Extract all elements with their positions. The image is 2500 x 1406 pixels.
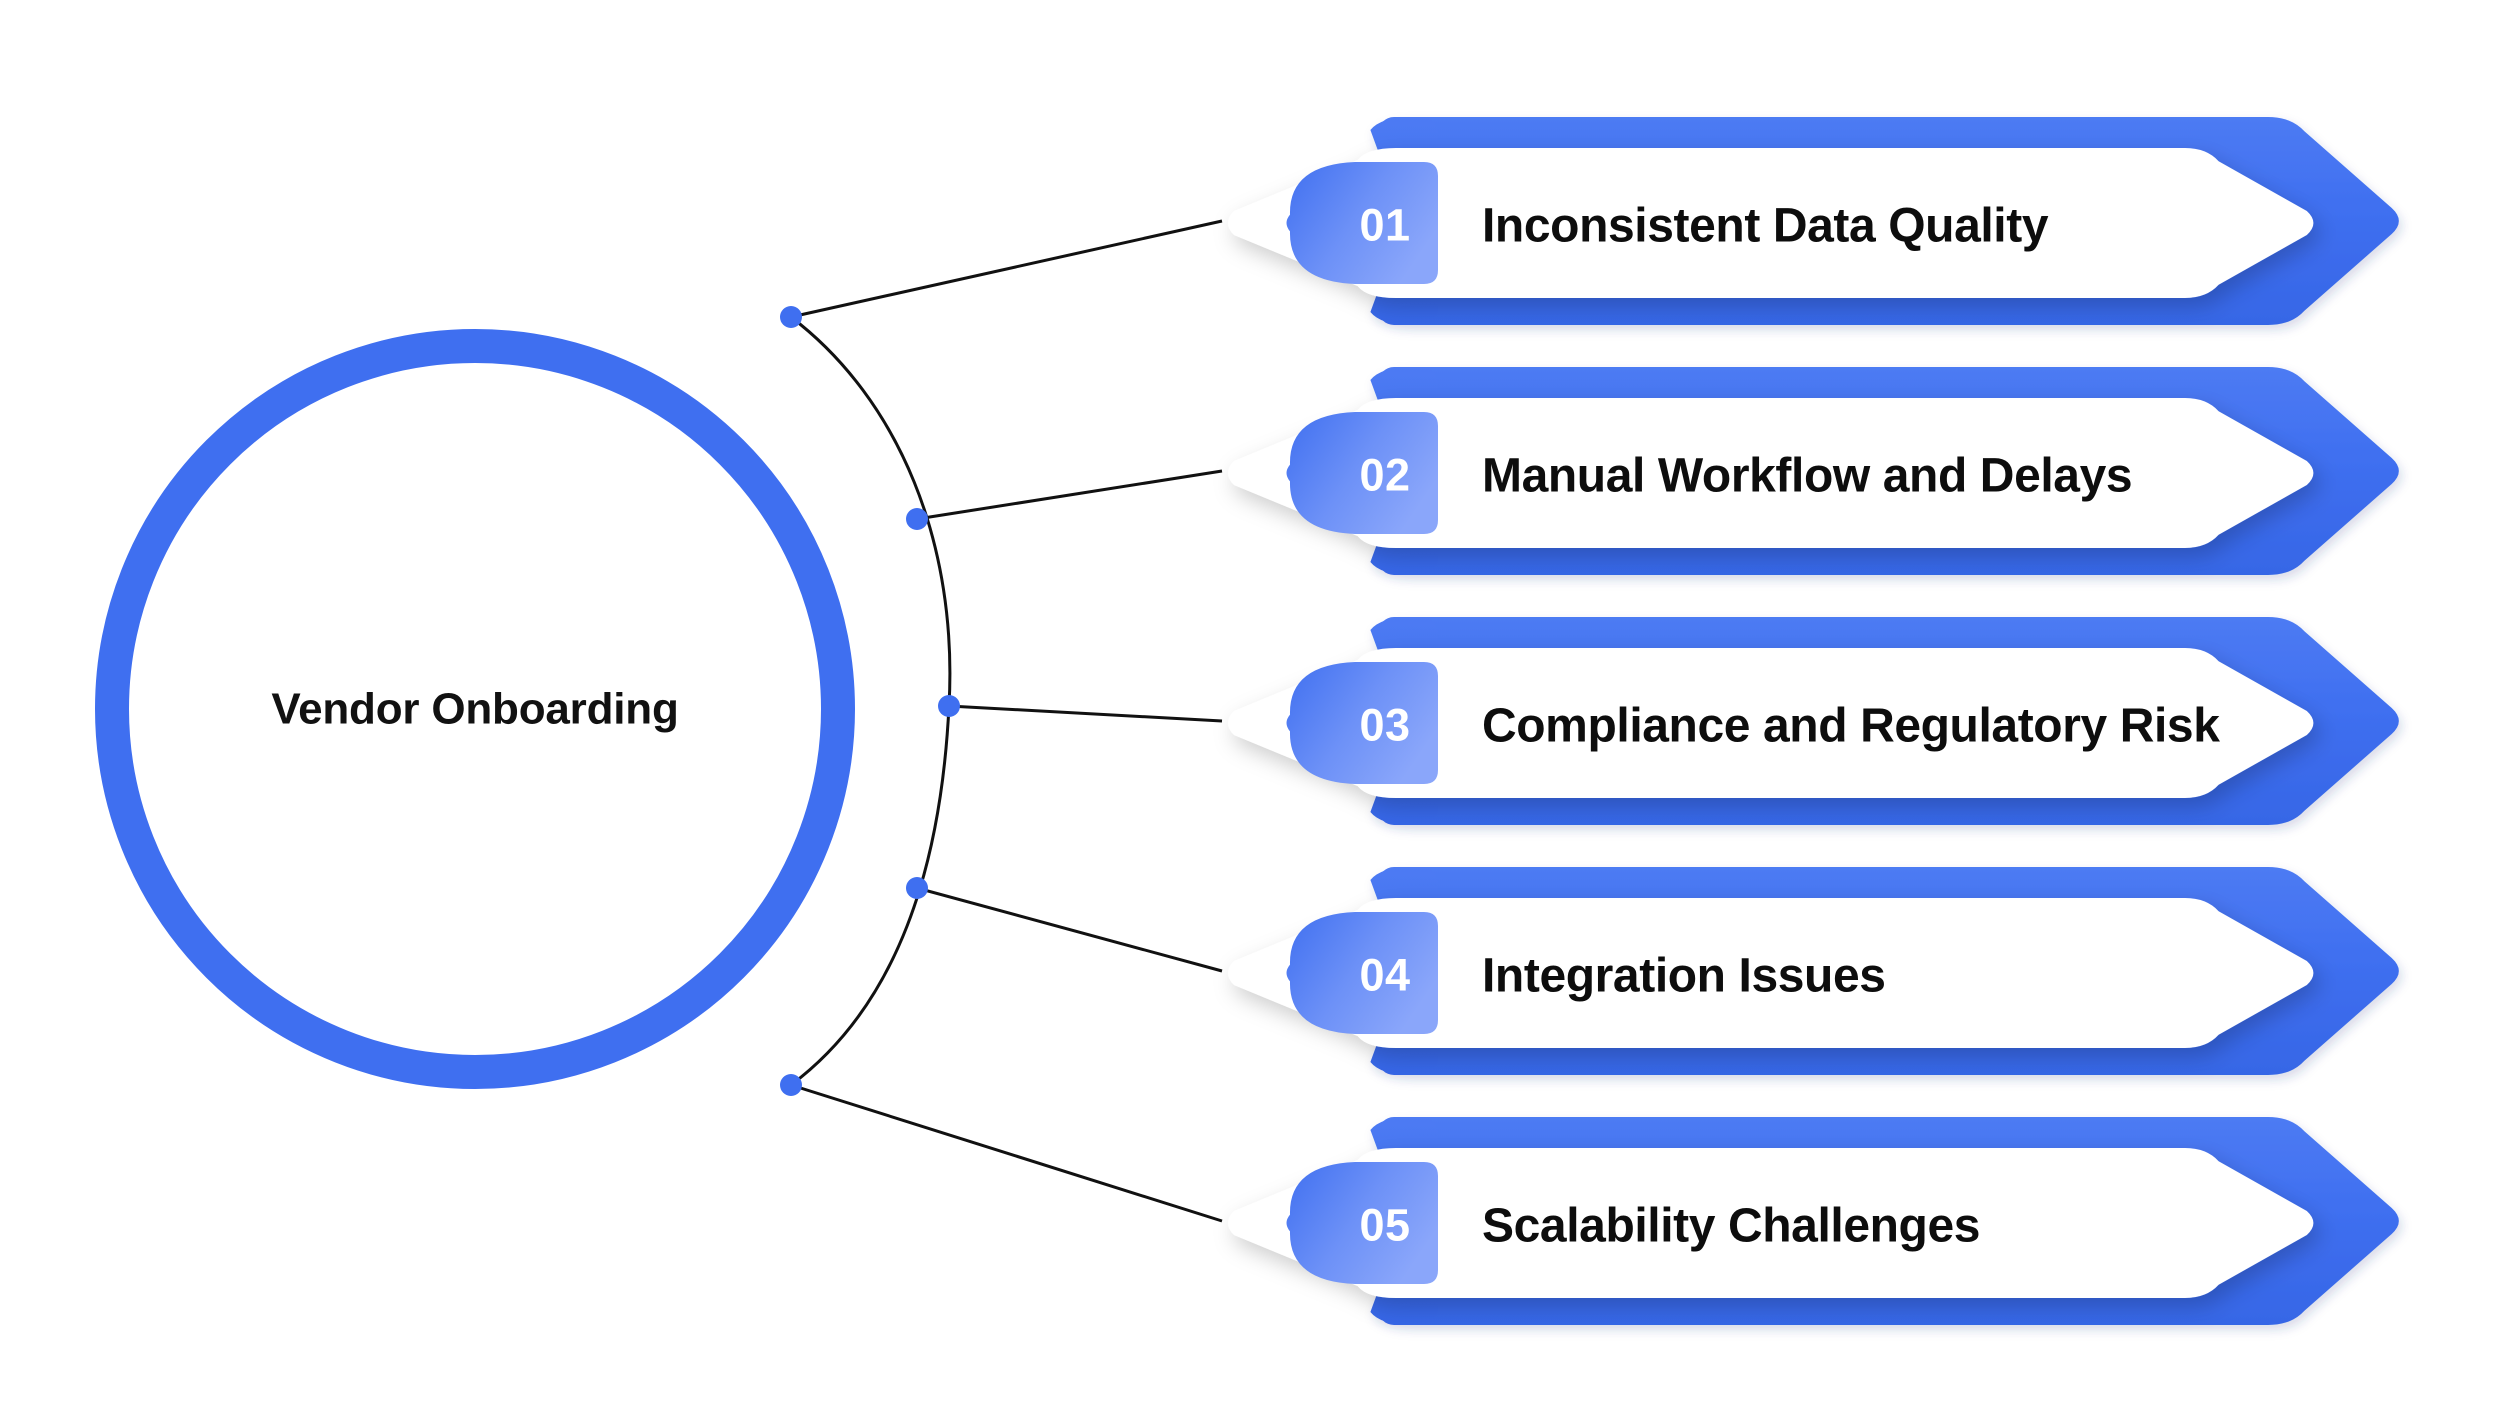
connector-group (780, 219, 1223, 1223)
item-row-04[interactable]: 04 Integration Issues (1228, 867, 2399, 1075)
item-row-03[interactable]: 03 Compliance and Regulatory Risk (1228, 617, 2399, 825)
item-number-badge-01 (1286, 162, 1438, 284)
item-number-badge-05 (1286, 1162, 1438, 1284)
leader-line-04 (916, 886, 1223, 973)
leader-line-01 (790, 219, 1223, 319)
item-title-03: Compliance and Regulatory Risk (1482, 700, 2220, 753)
hub-label: Vendor Onboarding (271, 685, 678, 734)
item-title-05: Scalability Challenges (1482, 1200, 1980, 1253)
item-panel-05 (1228, 1148, 2314, 1298)
hub-ring-icon (95, 329, 855, 1089)
item-number-04: 04 (1359, 950, 1410, 1001)
item-number-01: 01 (1359, 200, 1410, 251)
item-row-02[interactable]: 02 Manual Workflow and Delays (1228, 367, 2399, 575)
leader-line-05 (790, 1083, 1223, 1223)
item-number-badge-02 (1286, 412, 1438, 534)
hub-circle-group[interactable]: Vendor Onboarding (95, 329, 855, 1089)
leader-line-02 (916, 469, 1223, 521)
item-panel-02 (1228, 398, 2314, 548)
connector-dot-05[interactable] (780, 1074, 802, 1096)
item-number-05: 05 (1359, 1200, 1410, 1251)
item-panel-01 (1228, 148, 2314, 298)
leader-line-03 (948, 704, 1223, 723)
item-panel-03 (1228, 648, 2314, 798)
item-number-02: 02 (1359, 450, 1410, 501)
connector-dot-02[interactable] (906, 508, 928, 530)
item-number-badge-03 (1286, 662, 1438, 784)
item-title-04: Integration Issues (1482, 950, 1886, 1003)
connector-nodes (780, 306, 960, 1096)
item-row-05[interactable]: 05 Scalability Challenges (1228, 1117, 2399, 1325)
item-row-01[interactable]: 01 Inconsistent Data Quality (1228, 117, 2399, 325)
item-rows: 01 Inconsistent Data Quality 02 Manual Work… (1228, 117, 2399, 1325)
item-panel-04 (1228, 898, 2314, 1048)
item-number-badge-04 (1286, 912, 1438, 1034)
connector-dot-01[interactable] (780, 306, 802, 328)
item-title-02: Manual Workflow and Delays (1482, 450, 2132, 503)
item-number-03: 03 (1359, 700, 1410, 751)
connector-dot-04[interactable] (906, 877, 928, 899)
item-title-01: Inconsistent Data Quality (1482, 200, 2049, 253)
connector-dot-03[interactable] (938, 695, 960, 717)
connector-leader-lines (790, 219, 1223, 1223)
